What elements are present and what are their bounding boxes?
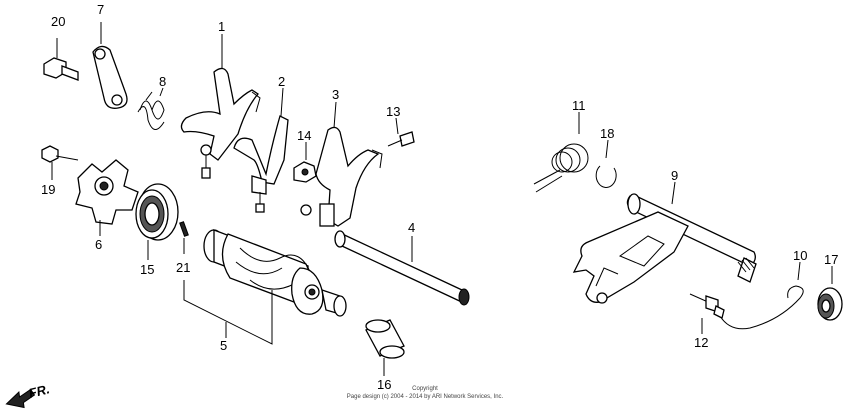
callout-17: 17 bbox=[824, 252, 838, 267]
callout-8: 8 bbox=[159, 74, 166, 89]
callout-4: 4 bbox=[408, 220, 415, 235]
front-direction-arrow bbox=[5, 388, 36, 409]
callout-1: 1 bbox=[218, 19, 225, 34]
callout-16: 16 bbox=[377, 377, 391, 392]
part-9-gearshift-spindle[interactable] bbox=[572, 181, 757, 304]
part-13-bolt[interactable] bbox=[387, 117, 415, 147]
part-14-cam-plate[interactable] bbox=[293, 142, 317, 183]
callout-19: 19 bbox=[41, 182, 55, 197]
callout-11: 11 bbox=[572, 98, 586, 113]
part-15-bearing[interactable] bbox=[135, 183, 179, 260]
callout-14: 14 bbox=[297, 128, 311, 143]
front-direction-label: FR. bbox=[27, 381, 51, 401]
part-5-shift-drum[interactable] bbox=[183, 229, 347, 345]
part-21-dowel-pin[interactable] bbox=[179, 221, 189, 298]
callout-15: 15 bbox=[140, 262, 154, 277]
part-1-shift-fork[interactable] bbox=[180, 34, 261, 179]
copyright-line-2: Page design (c) 2004 - 2014 by ARI Netwo… bbox=[347, 394, 504, 400]
callout-3: 3 bbox=[332, 87, 339, 102]
callout-21: 21 bbox=[176, 260, 190, 275]
callout-18: 18 bbox=[600, 126, 614, 141]
callout-5: 5 bbox=[220, 338, 227, 353]
part-17-oil-seal[interactable] bbox=[817, 266, 843, 321]
part-10-return-spring[interactable] bbox=[719, 261, 804, 330]
part-18-circlip[interactable] bbox=[595, 139, 617, 188]
part-11-spring[interactable] bbox=[533, 112, 589, 193]
callout-10: 10 bbox=[793, 248, 807, 263]
part-16-collar[interactable] bbox=[365, 319, 405, 376]
callout-12: 12 bbox=[694, 335, 708, 350]
copyright-line-1: Copyright bbox=[412, 386, 438, 392]
callout-6: 6 bbox=[95, 237, 102, 252]
callout-7: 7 bbox=[97, 2, 104, 17]
callout-13: 13 bbox=[386, 104, 400, 119]
part-12-bolt[interactable] bbox=[689, 293, 725, 334]
part-3-shift-fork[interactable] bbox=[300, 101, 383, 227]
part-2-shift-fork[interactable] bbox=[233, 87, 289, 213]
callout-9: 9 bbox=[671, 168, 678, 183]
part-4-fork-shaft[interactable] bbox=[334, 230, 470, 306]
callout-20: 20 bbox=[51, 14, 65, 29]
part-8-spring[interactable] bbox=[137, 87, 165, 130]
callout-labels: 20 7 8 1 2 3 13 14 19 6 15 21 4 5 16 11 … bbox=[41, 2, 838, 392]
part-19-bolt[interactable] bbox=[41, 145, 79, 180]
part-6-star-plate[interactable] bbox=[75, 159, 139, 236]
part-7-stopper-arm[interactable] bbox=[92, 22, 128, 109]
part-20-bolt[interactable] bbox=[43, 38, 79, 81]
callout-2: 2 bbox=[278, 74, 285, 89]
